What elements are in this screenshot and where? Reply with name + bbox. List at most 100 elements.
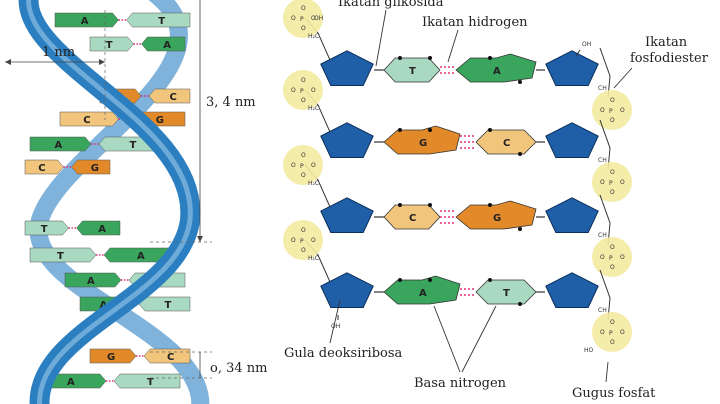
helix-base-right (71, 159, 111, 175)
terminal-ho: HO (584, 347, 594, 354)
helix-back-strand (29, 0, 210, 404)
phosphate-oxygen: O (301, 97, 306, 104)
phosphate-oxygen: O (301, 152, 306, 159)
phosphate-oxygen: O (291, 15, 296, 22)
nitrogen-base: T (475, 279, 537, 305)
phosphate-oxygen: O (610, 97, 615, 104)
phosphate-oxygen: O (301, 5, 306, 12)
helix-base-right-letter: G (91, 163, 99, 174)
ch2-right: CH (598, 85, 607, 92)
ch2-right: CH (598, 307, 607, 314)
nitrogen-base: C (383, 204, 441, 230)
nitrogen-base: C (475, 129, 537, 155)
helix-base-left (59, 111, 119, 127)
phosphate-oxygen: O (301, 227, 306, 234)
nitrogen-base-letter: A (493, 66, 501, 77)
width-label: 1 nm (42, 45, 75, 60)
phosphate-oxygen: O (620, 254, 625, 261)
rise-label: o, 34 nm (210, 361, 267, 376)
nitrogen-base-ring (455, 53, 537, 83)
deoxyribose-sugar (545, 122, 599, 158)
ch2-right: CH (598, 232, 607, 239)
helix-base-right-letter: T (130, 140, 137, 151)
phosphate-p: P (300, 238, 304, 245)
ch2-left: H₂C (308, 105, 319, 112)
phosphate-p: P (300, 163, 304, 170)
helix-base-left-letter: C (38, 163, 45, 174)
deoxyribose-sugar (545, 50, 599, 86)
helix-base-left (89, 36, 134, 52)
phosphate-oxygen: O (301, 247, 306, 254)
helix-base-left (24, 220, 69, 236)
phosphate-oxygen: O (610, 264, 615, 271)
phosphate-oxygen: O (610, 319, 615, 326)
helix-base-left-letter: A (87, 276, 95, 287)
width-dimension: 1 nm (5, 10, 106, 120)
nitrogen-base: G (455, 200, 537, 230)
nitrogen-base-letter: G (493, 213, 501, 224)
helix-base-left (24, 159, 64, 175)
ch2-left: H₂C (308, 255, 319, 262)
helix-base-right (126, 12, 191, 28)
phosphate-oxygen: O (600, 254, 605, 261)
phosphate-p: P (609, 330, 613, 337)
helix-base-left (29, 136, 92, 152)
phosphate-oh-top: OH (314, 15, 323, 22)
helix-base-left-letter: A (81, 16, 89, 27)
phosphate-oxygen: O (600, 179, 605, 186)
nitrogen-base-letter: T (503, 288, 510, 299)
helix-base-left-letter: A (100, 300, 108, 311)
rise-dimension: o, 34 nm (150, 351, 267, 379)
helix-base-right (113, 373, 181, 389)
nitrogen-base-ring (383, 275, 461, 305)
nitrogen-base: G (383, 125, 461, 155)
helix-base-left-letter: A (67, 377, 75, 388)
deoxyribose-sugar (320, 122, 374, 158)
helix-base-left-letter: T (41, 224, 48, 235)
phosphate-oxygen: O (311, 237, 316, 244)
label-basa-nitrogen: Basa nitrogen (414, 376, 507, 391)
nitrogen-base: T (383, 57, 441, 83)
helix-base-left-letter: A (55, 140, 63, 151)
phosphate-oxygen: O (610, 169, 615, 176)
terminal-oh-top: OH (582, 41, 591, 48)
helix-base-right-letter: T (158, 16, 165, 27)
hydrogen-bond (440, 66, 456, 74)
nitrogen-base-letter: T (409, 66, 416, 77)
helix-base-right-letter: T (165, 300, 172, 311)
ch2-left: H₂C (308, 33, 319, 40)
helix-base-left-letter: T (106, 40, 113, 51)
nitrogen-base-ring (455, 200, 537, 230)
deoxyribose-sugar (320, 50, 374, 86)
label-ikatan-fosfodiester-2: fosfodiester (630, 51, 709, 66)
phosphate-oxygen: O (610, 189, 615, 196)
nitrogen-base-ring (383, 125, 461, 155)
helix-base-right (143, 348, 191, 364)
hydrogen-bond (460, 288, 476, 296)
deoxyribose-sugar (320, 272, 374, 308)
phosphate-oxygen: O (291, 87, 296, 94)
helix-base-right (141, 36, 186, 52)
helix-base-left-letter: C (83, 115, 90, 126)
phosphate-oxygen: O (311, 87, 316, 94)
phosphate-p: P (300, 16, 304, 23)
helix-base-right (76, 220, 121, 236)
deoxyribose-sugar (320, 197, 374, 233)
phosphate-oxygen: O (620, 107, 625, 114)
helix-base-right (103, 247, 171, 263)
